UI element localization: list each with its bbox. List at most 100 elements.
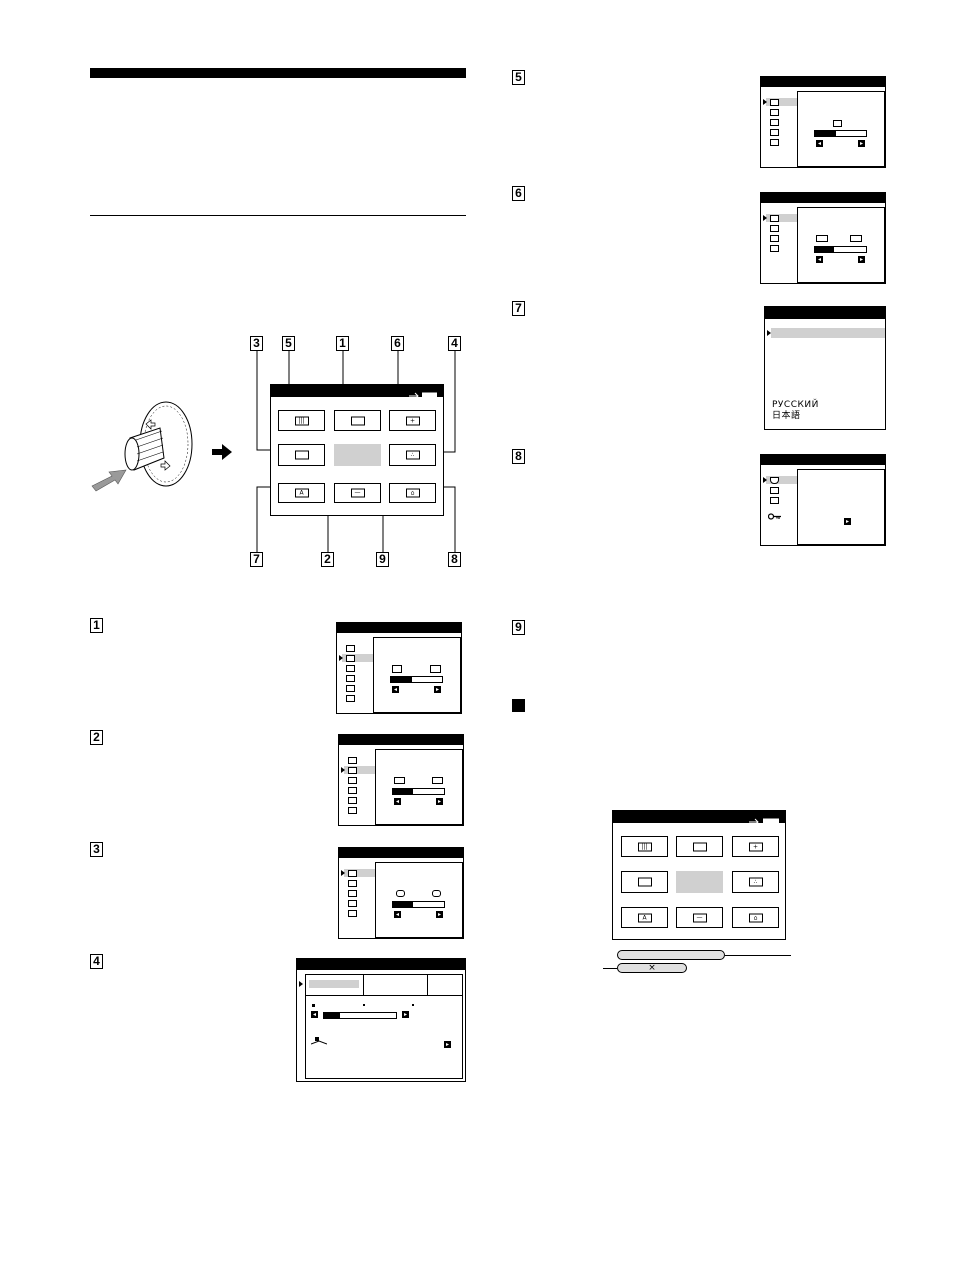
color-tab-2[interactable] [363, 974, 428, 995]
header-rule [90, 215, 466, 216]
reset-tile-language[interactable]: A [621, 907, 668, 928]
section-number-1: 1 [90, 618, 103, 633]
button-arrow-icon-right: ▸ [434, 686, 441, 693]
reset-tile-position[interactable]: — [676, 907, 723, 928]
icon-2 [346, 655, 355, 662]
menu-tile-blank [334, 444, 381, 466]
convergence-right-icon [850, 235, 862, 242]
menu-tile-position[interactable]: — [334, 483, 381, 503]
button-arrow-icon-left: ◂ [392, 686, 399, 693]
language-japanese[interactable]: 日本語 [772, 411, 801, 421]
icon-3 [770, 235, 779, 242]
button-arrow-icon-left: ◂ [816, 256, 823, 263]
header-bar [90, 68, 466, 78]
color-icon: ∴ [748, 877, 763, 887]
pincushion-menu-screen: ◂ ▸ [760, 76, 886, 168]
button-arrow-icon-enter: ▸ [844, 518, 851, 525]
icon-5 [346, 685, 355, 692]
close-icon: × [648, 963, 656, 973]
section-number-9: 9 [512, 620, 525, 635]
icon-2 [770, 225, 779, 232]
convergence-slider[interactable] [814, 246, 867, 253]
selection-arrow-icon [763, 477, 767, 483]
icon-3 [770, 119, 779, 126]
color-menu-screen: ◂ ▸ ▸ [296, 958, 466, 1082]
options-menu-screen: ▸ [760, 454, 886, 546]
reset-tile-blank [676, 871, 723, 893]
color-adjust-icon [310, 1032, 328, 1050]
menu-tile-size[interactable] [334, 410, 381, 431]
icon-2 [770, 487, 779, 494]
language-russian[interactable]: РУССКИЙ [772, 400, 819, 410]
button-arrow-icon-right: ▸ [402, 1011, 409, 1018]
menu-tile-center[interactable]: ||| [278, 410, 325, 431]
reset-tile-center[interactable]: ||| [621, 836, 668, 857]
key-icon [767, 507, 782, 525]
icon-4 [348, 900, 357, 907]
button-arrow-icon-enter: ▸ [444, 1041, 451, 1048]
reset-pill-bottom-line [603, 968, 617, 969]
pincushion-slider[interactable] [814, 130, 867, 137]
icon-5 [348, 797, 357, 804]
icon-2 [348, 880, 357, 887]
geometry-left-icon [396, 890, 405, 897]
reset-menu-screen: ||| + ∴ A — ⌂ [612, 810, 786, 940]
icon-1 [770, 215, 779, 222]
menu-tile-convergence[interactable] [278, 444, 325, 466]
geometry-slider[interactable] [392, 901, 445, 908]
language-icon: A [294, 488, 309, 498]
menu-tile-geometry[interactable]: + [389, 410, 436, 431]
callout-number-6: 6 [391, 336, 404, 351]
options-icon: ⌂ [748, 913, 763, 922]
position-slider[interactable] [392, 788, 445, 795]
language-selected-row[interactable] [771, 328, 885, 338]
geometry-menu-screen: ◂ ▸ [338, 847, 464, 939]
selection-arrow-icon [299, 981, 303, 987]
reset-tile-convergence[interactable] [621, 871, 668, 893]
reset-tile-geometry[interactable]: + [732, 836, 779, 857]
section-number-5: 5 [512, 70, 525, 85]
reset-tile-color[interactable]: ∴ [732, 871, 779, 893]
button-arrow-icon-left: ◂ [816, 140, 823, 147]
position-left-icon [394, 777, 405, 784]
callout-number-1: 1 [336, 336, 349, 351]
icon-6 [346, 695, 355, 702]
color-tab-1[interactable] [305, 974, 364, 995]
size-icon [350, 416, 365, 425]
icon-6 [348, 807, 357, 814]
geometry-icon: + [405, 416, 420, 425]
size-slider[interactable] [390, 676, 443, 683]
callout-number-3: 3 [250, 336, 263, 351]
menu-tile-options[interactable]: ⌂ [389, 483, 436, 503]
icon-4 [770, 129, 779, 136]
reset-pill-bottom[interactable]: × [617, 963, 687, 973]
reset-tile-options[interactable]: ⌂ [732, 907, 779, 928]
callout-number-7: 7 [250, 552, 263, 567]
right-arrow-icon [212, 444, 232, 465]
main-menu-screen: ||| + ∴ A — ⌂ [270, 384, 444, 516]
reset-tile-size[interactable] [676, 836, 723, 857]
color-tab-3[interactable] [427, 974, 463, 995]
joystick-image [90, 398, 200, 498]
callout-number-9: 9 [376, 552, 389, 567]
section-number-6: 6 [512, 186, 525, 201]
size-small-icon [392, 665, 402, 673]
reset-pill-top[interactable] [617, 950, 725, 960]
center-icon: ||| [294, 416, 309, 425]
color-slider[interactable] [323, 1012, 397, 1019]
selection-arrow-icon [767, 330, 771, 336]
icon-3 [770, 497, 779, 504]
options-icon: ⌂ [405, 488, 420, 498]
pincushion-icon [637, 877, 652, 887]
icon-2 [348, 767, 357, 774]
pincushion-icon [833, 120, 842, 127]
size-menu-screen: ◂ ▸ [336, 622, 462, 714]
icon-2 [770, 109, 779, 116]
icon-5 [348, 910, 357, 917]
icon-3 [348, 777, 357, 784]
menu-tile-language[interactable]: A [278, 483, 325, 503]
selection-arrow-icon [339, 655, 343, 661]
center-icon: ||| [637, 842, 652, 851]
callout-number-5: 5 [282, 336, 295, 351]
menu-tile-color[interactable]: ∴ [389, 444, 436, 466]
